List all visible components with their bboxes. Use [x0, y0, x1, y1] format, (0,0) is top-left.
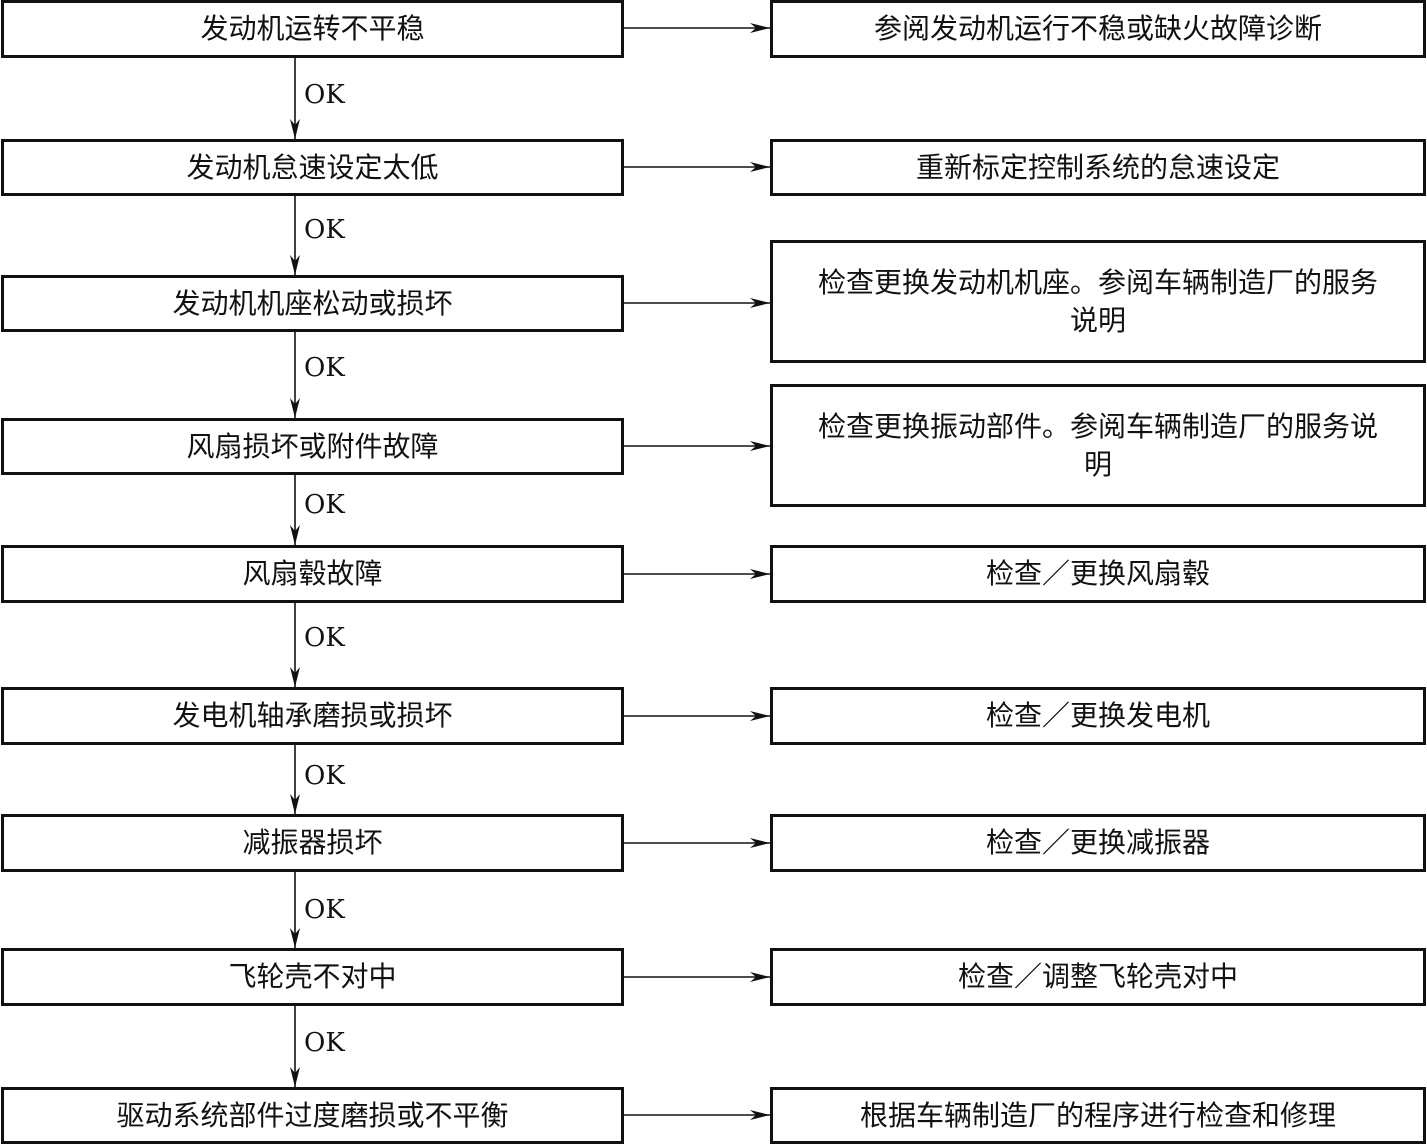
check-box-4: 风扇损坏或附件故障: [1, 418, 624, 475]
ok-label: OK: [304, 353, 345, 383]
action-text: 检查更换振动部件。参阅车辆制造厂的服务说明: [817, 409, 1378, 481]
check-text: 风扇损坏或附件故障: [186, 429, 439, 463]
action-box-5: 检查／更换风扇毂: [770, 545, 1426, 603]
check-text: 发动机怠速设定太低: [186, 150, 439, 184]
check-box-6: 发电机轴承磨损或损坏: [1, 687, 624, 745]
ok-label: OK: [304, 80, 345, 110]
check-box-2: 发动机怠速设定太低: [1, 139, 624, 196]
check-text: 风扇毂故障: [242, 557, 383, 590]
check-text: 发动机机座松动或损坏: [172, 286, 453, 320]
ok-label: OK: [304, 1028, 345, 1058]
action-text: 根据车辆制造厂的程序进行检查和修理: [859, 1098, 1336, 1132]
action-text: 重新标定控制系统的怠速设定: [915, 150, 1280, 184]
ok-label: OK: [304, 895, 345, 925]
ok-label: OK: [304, 215, 345, 245]
ok-label: OK: [304, 761, 345, 791]
check-box-8: 飞轮壳不对中: [1, 948, 624, 1006]
action-text: 检查更换发动机机座。参阅车辆制造厂的服务说明: [817, 265, 1378, 337]
action-text: 检查／更换减振器: [985, 826, 1210, 859]
action-box-7: 检查／更换减振器: [770, 814, 1426, 872]
check-box-1: 发动机运转不平稳: [1, 0, 624, 58]
action-text: 检查／更换发电机: [985, 699, 1210, 732]
check-box-3: 发动机机座松动或损坏: [1, 275, 624, 332]
action-box-4: 检查更换振动部件。参阅车辆制造厂的服务说明: [770, 384, 1426, 507]
check-box-7: 减振器损坏: [1, 814, 624, 872]
ok-label: OK: [304, 623, 345, 653]
check-text: 飞轮壳不对中: [228, 960, 397, 993]
action-box-1: 参阅发动机运行不稳或缺火故障诊断: [770, 0, 1426, 58]
action-box-3: 检查更换发动机机座。参阅车辆制造厂的服务说明: [770, 240, 1426, 363]
horizontal-arrows: [624, 23, 770, 1120]
action-text: 检查／调整飞轮壳对中: [957, 960, 1238, 993]
check-text: 发动机运转不平稳: [200, 12, 425, 45]
action-box-6: 检查／更换发电机: [770, 687, 1426, 745]
action-box-8: 检查／调整飞轮壳对中: [770, 948, 1426, 1006]
check-text: 发电机轴承磨损或损坏: [172, 699, 453, 732]
check-text: 驱动系统部件过度磨损或不平衡: [116, 1098, 509, 1132]
action-text: 检查／更换风扇毂: [985, 557, 1210, 590]
check-box-9: 驱动系统部件过度磨损或不平衡: [1, 1087, 624, 1144]
action-text: 参阅发动机运行不稳或缺火故障诊断: [873, 12, 1322, 45]
ok-label: OK: [304, 490, 345, 520]
check-box-5: 风扇毂故障: [1, 545, 624, 603]
action-box-9: 根据车辆制造厂的程序进行检查和修理: [770, 1087, 1426, 1144]
check-text: 减振器损坏: [242, 826, 383, 859]
action-box-2: 重新标定控制系统的怠速设定: [770, 139, 1426, 196]
